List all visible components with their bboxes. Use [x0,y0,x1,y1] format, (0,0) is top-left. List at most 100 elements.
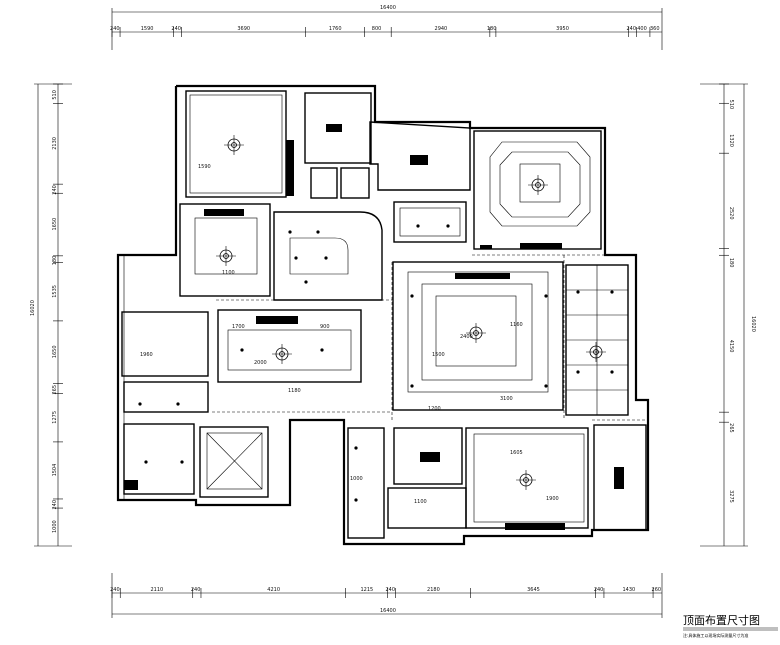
top-seg-dim-2: 240 [171,26,181,32]
top-seg-dim-7: 180 [487,26,497,32]
top-seg-dim-4: 1760 [329,26,342,32]
downlight-icon [544,384,548,388]
left-seg-dim-3: 1650 [52,218,58,231]
downlight-icon [610,290,614,294]
right-seg-dim-4: 4150 [728,340,734,353]
room-dim-label: 1500 [432,352,445,358]
room-bath-1 [304,92,372,164]
bottom-total-dim: 16400 [380,608,396,614]
top-seg-dim-0: 240 [110,26,120,32]
room-dim-label: 1100 [414,499,427,505]
ceiling-lights [138,135,614,502]
right-seg-dim-6: 3275 [728,490,734,503]
downlight-icon [304,280,308,284]
room-corridor [273,211,383,301]
downlight-icon [544,294,548,298]
downlight-icon [320,348,324,352]
downlight-icon [288,230,292,234]
top-seg-dim-5: 800 [372,26,382,32]
bottom-seg-dim-0: 240 [110,587,120,593]
bottom-seg-dim-8: 240 [594,587,604,593]
room-living [392,261,564,411]
room-dim-label: 2000 [254,360,267,366]
room-dim-label: 1160 [510,322,523,328]
left-seg-dim-11: 1000 [52,520,58,533]
bottom-seg-dim-7: 3645 [527,587,540,593]
downlight-icon [410,294,414,298]
right-seg-dim-0: 510 [728,100,734,110]
downlight-icon [416,224,420,228]
room-bedroom-master [473,130,602,250]
ceiling-light-icon [272,344,292,364]
ceiling-light-icon [528,175,548,195]
bottom-seg-dim-4: 1215 [360,587,373,593]
left-seg-dim-9: 1504 [52,464,58,477]
room-dim-label: 900 [320,324,330,330]
downlight-icon [446,224,450,228]
bottom-seg-dim-3: 4210 [267,587,280,593]
left-seg-dim-1: 2130 [52,137,58,150]
ceiling-light-icon [586,342,606,362]
room-bath-3 [347,427,385,539]
top-seg-dim-11: 360 [650,26,660,32]
left-seg-dim-2: 240 [52,185,58,195]
room-storage [123,381,209,413]
right-seg-dim-1: 1320 [728,134,734,147]
left-seg-dim-10: 240 [52,500,58,510]
left-seg-dim-6: 1650 [52,345,58,358]
top-seg-dim-8: 3950 [556,26,569,32]
top-seg-dim-9: 240 [626,26,636,32]
room-dim-label: 2400 [460,334,473,340]
drawing-subtitle: 注:具体施工以现场实际测量尺寸为准 [683,632,748,638]
elevator-shaft [199,426,269,498]
bottom-seg-dim-2: 240 [191,587,201,593]
bottom-seg-dim-10: 260 [652,587,662,593]
ceiling-light-icon [516,470,536,490]
downlight-icon [410,384,414,388]
bottom-seg-dim-9: 1430 [623,587,636,593]
top-seg-dim-10: 400 [637,26,647,32]
title-block: 顶面布置尺寸图 注:具体施工以现场实际测量尺寸为准 [683,613,778,638]
room-dim-label: 1700 [232,324,245,330]
left-seg-dim-0: 510 [52,90,58,100]
downlight-icon [576,370,580,374]
right-seg-dim-2: 2520 [728,207,734,220]
room-dim-label: 1200 [428,406,441,412]
room-balcony-2 [593,424,647,531]
room-closet [369,121,471,191]
room-dim-label: 1900 [546,496,559,502]
drawing-title: 顶面布置尺寸图 [683,613,760,627]
downlight-icon [354,498,358,502]
rooms [117,90,648,539]
ceiling-light-icon [216,246,236,266]
right-seg-dim-3: 180 [728,258,734,268]
room-kitchen [121,311,209,377]
downlight-icon [316,230,320,234]
downlight-icon [176,402,180,406]
room-dim-label: 3100 [500,396,513,402]
room-dim-label: 1000 [350,476,363,482]
annotations: 1590 900 1500 1900 1605 1100 2000 1180 2400 1160 1… [140,164,559,505]
top-seg-dim-6: 2940 [435,26,448,32]
downlight-icon [180,460,184,464]
left-total-dim: 16020 [30,300,36,316]
left-seg-dim-7: 265 [52,385,58,395]
room-dim-label: 1180 [288,388,301,394]
left-seg-dim-8: 1275 [52,411,58,424]
right-total-dim: 16020 [750,316,756,332]
downlight-icon [610,370,614,374]
top-seg-dim-3: 3690 [237,26,250,32]
room-study [179,203,271,297]
room-dim-label: 1605 [510,450,523,456]
bottom-seg-dim-6: 2180 [427,587,440,593]
downlight-icon [144,460,148,464]
downlight-icon [324,256,328,260]
room-dim-label: 1100 [222,270,235,276]
downlight-icon [240,348,244,352]
downlight-icon [294,256,298,260]
room-dim-label: 1590 [198,164,211,170]
room-bath-2 [393,201,467,243]
ceiling-light-icon [224,135,244,155]
